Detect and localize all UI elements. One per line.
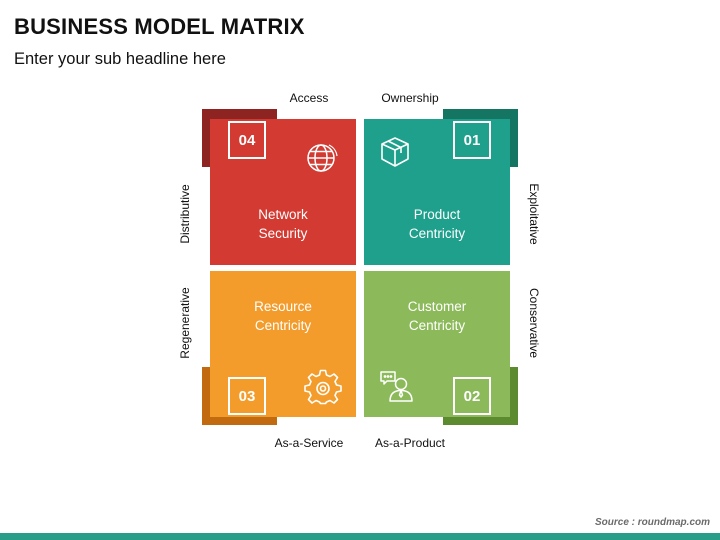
quadrant-label-line1: Product <box>413 207 461 222</box>
axis-label-distributive: Distributive <box>178 184 192 244</box>
quadrant-label: Customer Centricity <box>364 297 510 335</box>
quadrant-number-badge: 03 <box>228 377 266 415</box>
source-credit: Source : roundmap.com <box>594 517 710 528</box>
axis-label-as-a-service: As-a-Service <box>274 436 344 450</box>
quadrant-number-badge: 01 <box>453 121 491 159</box>
box-icon <box>376 133 414 171</box>
quadrant-number-badge: 04 <box>228 121 266 159</box>
quadrant-label-line2: Security <box>258 226 308 241</box>
quadrant-label: Product Centricity <box>364 205 510 243</box>
globe-icon <box>302 139 340 177</box>
quadrant-label: Network Security <box>210 205 356 243</box>
axis-label-ownership: Ownership <box>381 91 439 105</box>
quadrant-number-badge: 02 <box>453 377 491 415</box>
quadrant-label-line2: Centricity <box>408 318 466 333</box>
page-title: BUSINESS MODEL MATRIX <box>14 14 305 39</box>
quadrant-label-line1: Resource <box>254 299 312 314</box>
customer-chat-icon <box>378 367 416 405</box>
quadrant-resource-centricity: 03 Resource Centricity <box>210 271 356 417</box>
footer-bar <box>0 533 720 540</box>
quadrant-label-line1: Customer <box>407 299 467 314</box>
axis-label-exploitative: Exploitative <box>527 183 541 245</box>
axis-label-regenerative: Regenerative <box>178 287 192 359</box>
quadrant-network-security: 04 Network Security <box>210 119 356 265</box>
axis-label-conservative: Conservative <box>527 287 541 359</box>
quadrant-label-line2: Centricity <box>254 318 312 333</box>
gear-icon <box>304 369 342 407</box>
quadrant-label-line1: Network <box>258 207 308 222</box>
quadrant-customer-centricity: 02 Customer Centricity <box>364 271 510 417</box>
quadrant-label-line2: Centricity <box>408 226 466 241</box>
page-subtitle: Enter your sub headline here <box>14 50 226 68</box>
quadrant-product-centricity: 01 Product Centricity <box>364 119 510 265</box>
quadrant-label: Resource Centricity <box>210 297 356 335</box>
axis-label-access: Access <box>289 91 329 105</box>
axis-label-as-a-product: As-a-Product <box>374 436 446 450</box>
